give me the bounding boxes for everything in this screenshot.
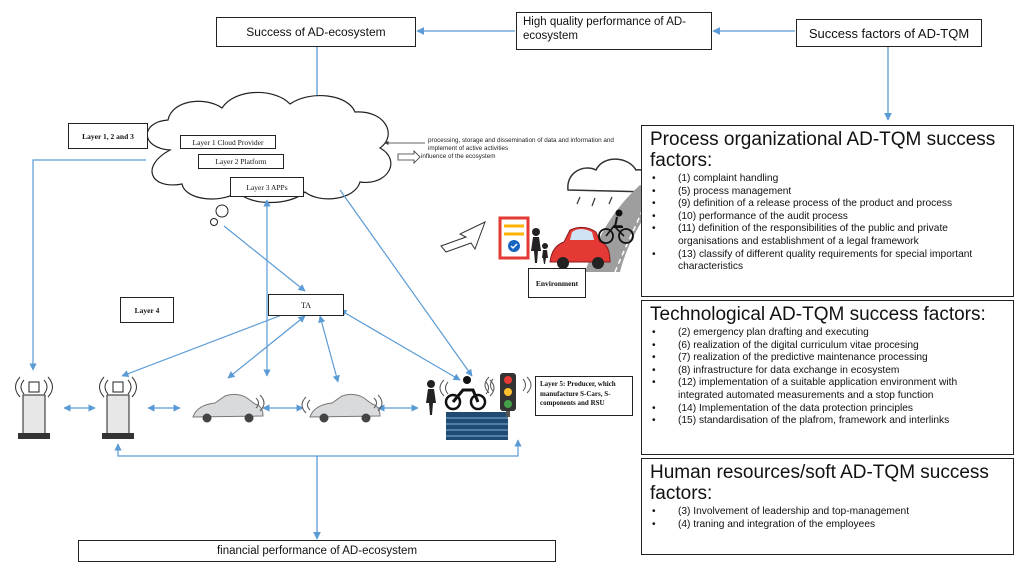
antenna-1 bbox=[15, 376, 53, 439]
technological-factors-panel: Technological AD-TQM success factors: (2… bbox=[641, 300, 1014, 455]
technological-factors-title: Technological AD-TQM success factors: bbox=[650, 304, 986, 325]
process-factors-panel: Process organizational AD-TQM success fa… bbox=[641, 125, 1014, 297]
list-item: (6) realization of the digital curriculu… bbox=[652, 340, 1005, 353]
layer5-box: Layer 5: Producer, which manufacture S-C… bbox=[535, 376, 633, 416]
processing-annotation: processing, storage and dissemination of… bbox=[428, 137, 614, 152]
list-item: (2) emergency plan drafting and executin… bbox=[652, 327, 1005, 340]
success-ecosystem-label: Success of AD-ecosystem bbox=[246, 25, 386, 39]
list-item: (5) process management bbox=[652, 186, 1005, 199]
high-quality-box: High quality performance of AD-ecosystem bbox=[516, 12, 712, 50]
list-item: (10) performance of the audit process bbox=[652, 211, 1005, 224]
antenna-2 bbox=[99, 376, 137, 439]
success-factors-box: Success factors of AD-TQM bbox=[796, 19, 982, 47]
list-item: (1) complaint handling bbox=[652, 173, 1005, 186]
success-factors-label: Success factors of AD-TQM bbox=[808, 25, 970, 41]
car-1 bbox=[192, 393, 265, 423]
human-factors-title: Human resources/soft AD-TQM success fact… bbox=[650, 462, 989, 504]
road-scene bbox=[426, 373, 532, 440]
process-factors-list: (1) complaint handling (5) process manag… bbox=[650, 173, 1005, 274]
environment-arrow bbox=[440, 221, 486, 253]
list-item: (8) infrastructure for data exchange in … bbox=[652, 365, 1005, 378]
human-factors-list: (3) Involvement of leadership and top-ma… bbox=[650, 506, 1005, 531]
list-item: (11) definition of the responsibilities … bbox=[652, 223, 1005, 248]
layer1-box: Layer 1 Cloud Provider bbox=[180, 135, 276, 149]
financial-performance-box: financial performance of AD-ecosystem bbox=[78, 540, 556, 562]
high-quality-label: High quality performance of AD-ecosystem bbox=[523, 16, 686, 42]
influence-annotation: influence of the ecosystem bbox=[421, 153, 496, 160]
layer2-box: Layer 2 Platform bbox=[198, 154, 284, 169]
environment-box: Environment bbox=[528, 268, 586, 298]
environment-illustration bbox=[498, 158, 660, 273]
list-item: (3) Involvement of leadership and top-ma… bbox=[652, 506, 1005, 519]
list-item: (15) standardisation of the plafrom, fra… bbox=[652, 415, 1005, 428]
success-ecosystem-box: Success of AD-ecosystem bbox=[216, 17, 416, 47]
human-factors-panel: Human resources/soft AD-TQM success fact… bbox=[641, 458, 1014, 555]
layer4-box: Layer 4 bbox=[120, 297, 174, 323]
cloud-to-antenna-line bbox=[29, 159, 146, 371]
process-factors-title: Process organizational AD-TQM success fa… bbox=[650, 129, 996, 171]
list-item: (14) Implementation of the data protecti… bbox=[652, 403, 1005, 416]
car-2 bbox=[301, 393, 383, 423]
ta-box: TA bbox=[268, 294, 344, 316]
list-item: (9) definition of a release process of t… bbox=[652, 198, 1005, 211]
list-item: (4) traning and integration of the emplo… bbox=[652, 519, 1005, 532]
list-item: (12) implementation of a suitable applic… bbox=[652, 377, 1005, 402]
list-item: (13) classify of different quality requi… bbox=[652, 249, 1005, 274]
list-item: (7) realization of the predictive mainte… bbox=[652, 352, 1005, 365]
technological-factors-list: (2) emergency plan drafting and executin… bbox=[650, 327, 1005, 428]
layers-123-box: Layer 1, 2 and 3 bbox=[68, 123, 148, 149]
layer3-box: Layer 3 APPs bbox=[230, 177, 304, 197]
